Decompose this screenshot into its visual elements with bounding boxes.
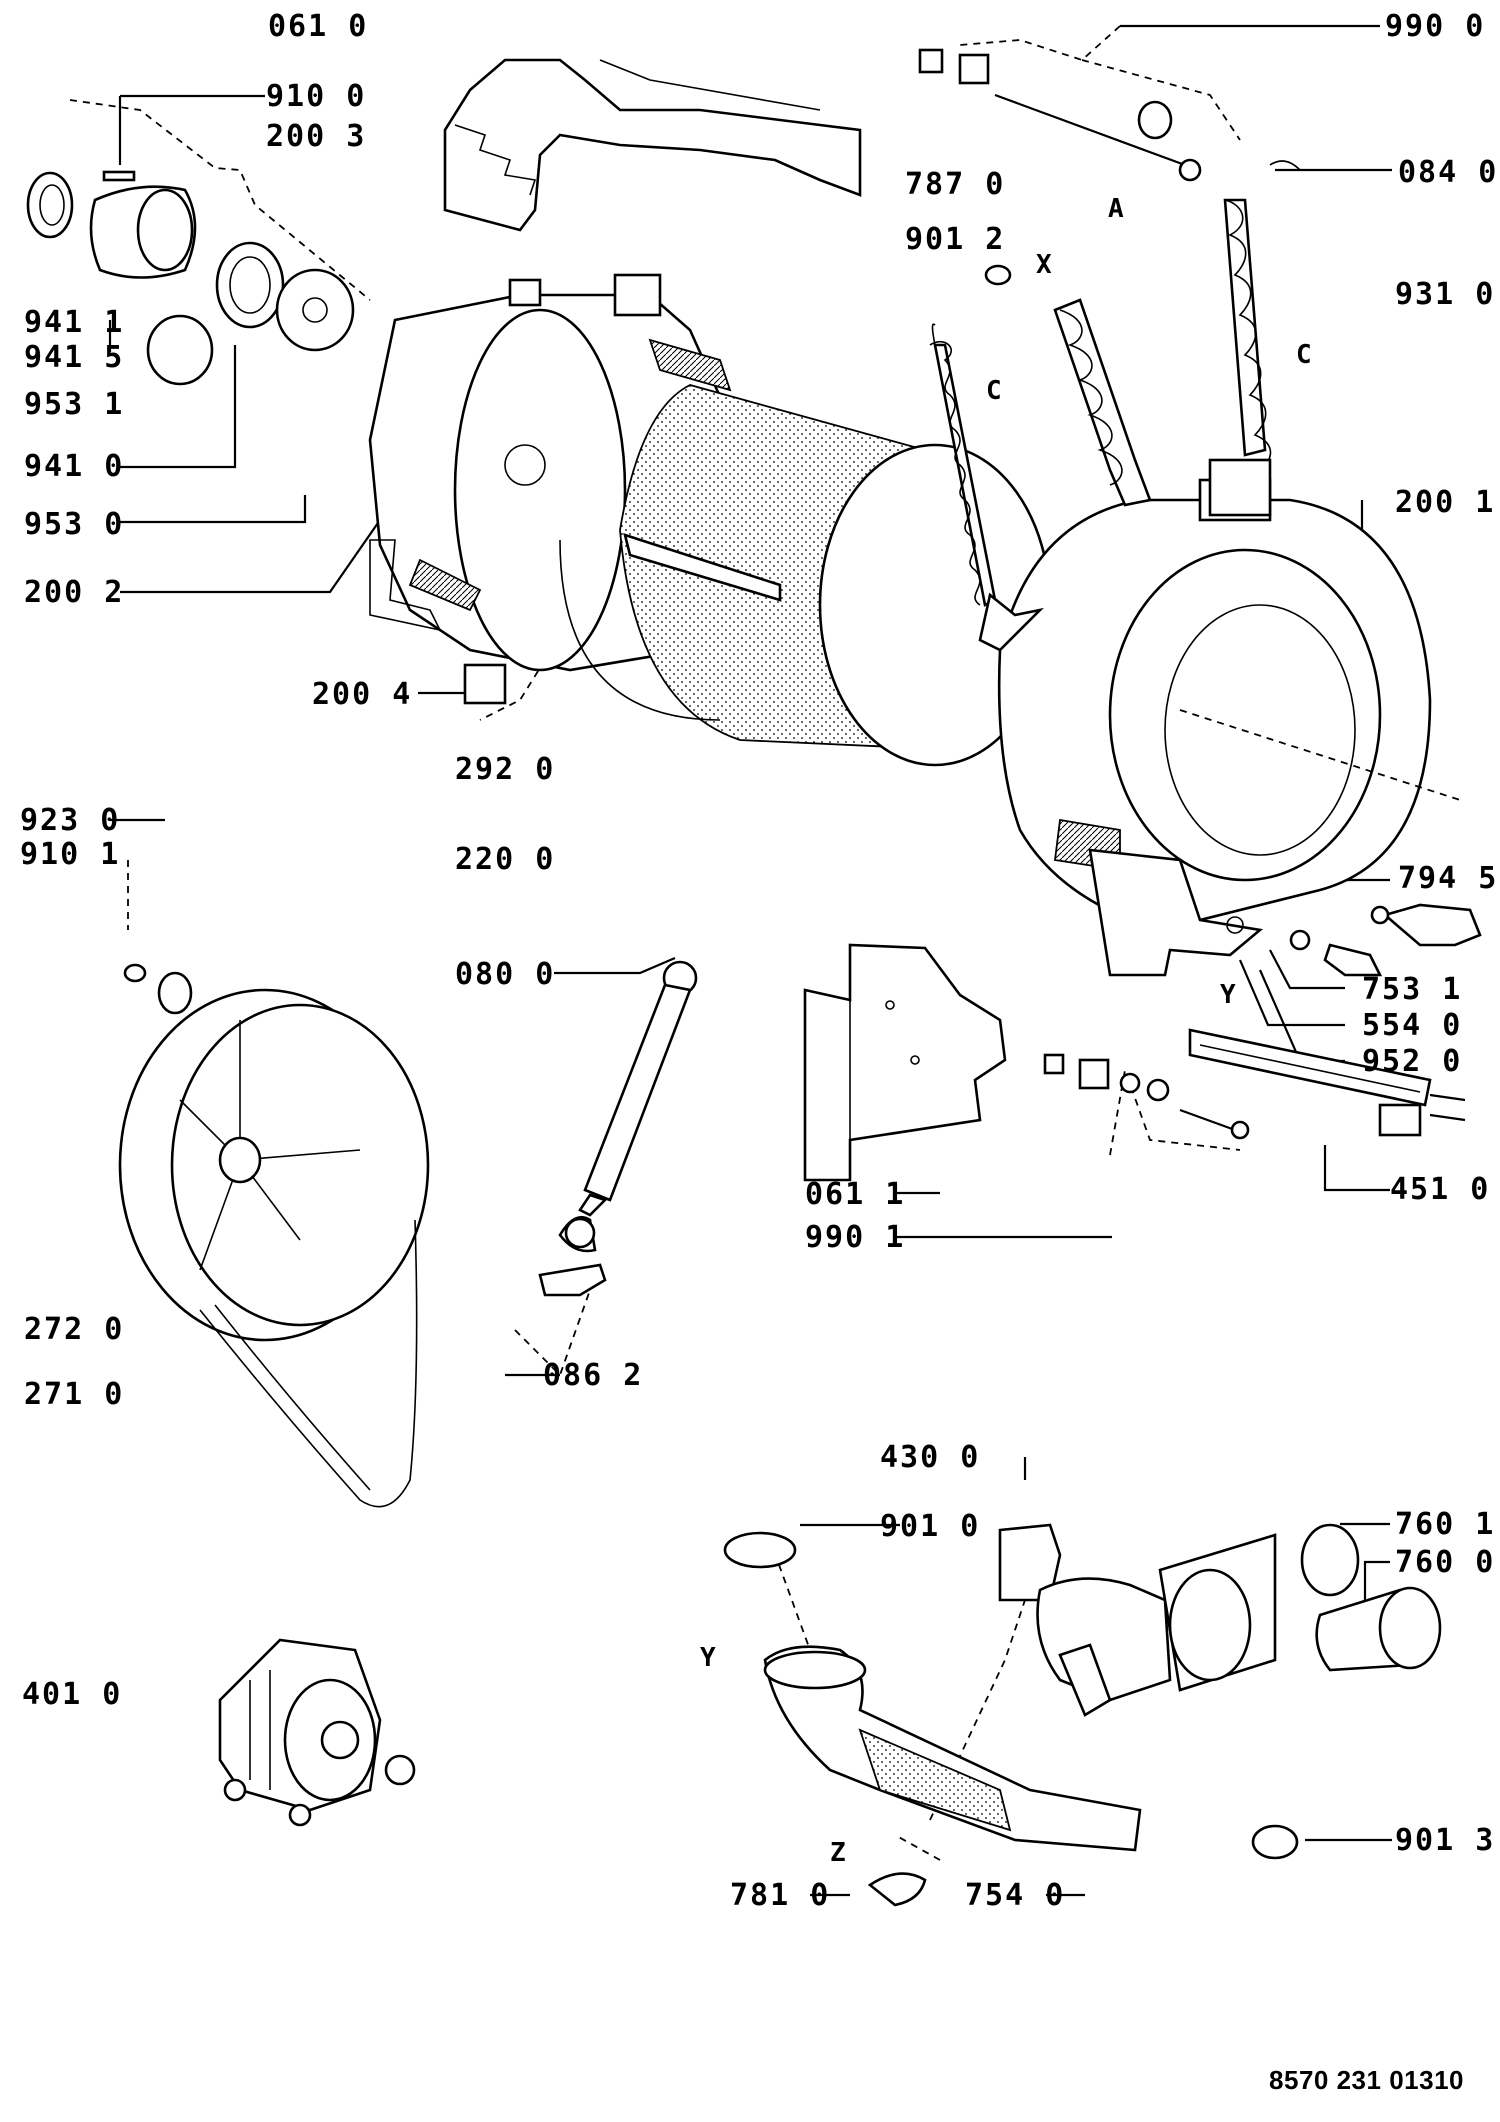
- document-reference: 8570 231 01310: [1269, 2065, 1464, 2095]
- label-754-0: 754 0: [965, 1878, 1066, 1913]
- mark-y-hose: Y: [700, 1643, 718, 1673]
- label-760-0: 760 0: [1395, 1545, 1496, 1580]
- label-901-3: 901 3: [1395, 1823, 1496, 1858]
- label-430-0: 430 0: [880, 1440, 981, 1475]
- label-953-1: 953 1: [24, 387, 125, 422]
- heater: [1188, 1028, 1466, 1137]
- label-200-3: 200 3: [266, 119, 367, 154]
- label-086-2: 086 2: [543, 1358, 644, 1393]
- assembly-paths: [69, 25, 1241, 1861]
- label-794-5: 794 5: [1398, 861, 1499, 896]
- label-941-5: 941 5: [24, 340, 125, 375]
- mark-z: Z: [830, 1838, 848, 1868]
- label-200-4: 200 4: [312, 677, 413, 712]
- label-941-0: 941 0: [24, 449, 125, 484]
- label-941-1: 941 1: [24, 305, 125, 340]
- label-910-0: 910 0: [266, 79, 367, 114]
- label-084-0: 084 0: [1398, 155, 1499, 190]
- counterweight: [803, 943, 1007, 1182]
- label-990-0: 990 0: [1385, 9, 1486, 44]
- label-781-0: 781 0: [730, 1878, 831, 1913]
- hardware: [123, 48, 1482, 1140]
- label-061-1: 061 1: [805, 1177, 906, 1212]
- label-990-1: 990 1: [805, 1220, 906, 1255]
- label-910-1: 910 1: [20, 837, 121, 872]
- pump-assembly: [723, 1523, 1442, 1907]
- label-061-0: 061 0: [268, 9, 369, 44]
- motor: [218, 1638, 416, 1827]
- label-787-0: 787 0: [905, 167, 1006, 202]
- label-401-0: 401 0: [22, 1677, 123, 1712]
- leader-lines: [108, 24, 1392, 1897]
- label-292-0: 292 0: [455, 752, 556, 787]
- label-220-0: 220 0: [455, 842, 556, 877]
- springs: [929, 198, 1272, 652]
- label-952-0: 952 0: [1362, 1044, 1463, 1079]
- label-753-1: 753 1: [1362, 972, 1463, 1007]
- label-272-0: 272 0: [24, 1312, 125, 1347]
- mark-y-tub: Y: [1220, 980, 1238, 1010]
- mark-a: A: [1108, 194, 1126, 224]
- label-901-0: 901 0: [880, 1509, 981, 1544]
- pulley: [118, 988, 430, 1508]
- mark-x: X: [1036, 250, 1054, 280]
- label-271-0: 271 0: [24, 1377, 125, 1412]
- bearing-set: [26, 170, 355, 386]
- label-200-2: 200 2: [24, 575, 125, 610]
- label-901-2: 901 2: [905, 222, 1006, 257]
- label-080-0: 080 0: [455, 957, 556, 992]
- label-953-0: 953 0: [24, 507, 125, 542]
- label-760-1: 760 1: [1395, 1507, 1496, 1542]
- mark-c-right: C: [1296, 340, 1314, 370]
- label-923-0: 923 0: [20, 803, 121, 838]
- shock-absorber: [538, 960, 698, 1297]
- top-bracket: [443, 58, 862, 232]
- mark-c-left: C: [986, 376, 1004, 406]
- label-554-0: 554 0: [1362, 1008, 1463, 1043]
- label-451-0: 451 0: [1390, 1172, 1491, 1207]
- label-200-1: 200 1: [1395, 485, 1496, 520]
- front-tub: [997, 478, 1461, 977]
- label-931-0: 931 0: [1395, 277, 1496, 312]
- drum: [559, 384, 1052, 767]
